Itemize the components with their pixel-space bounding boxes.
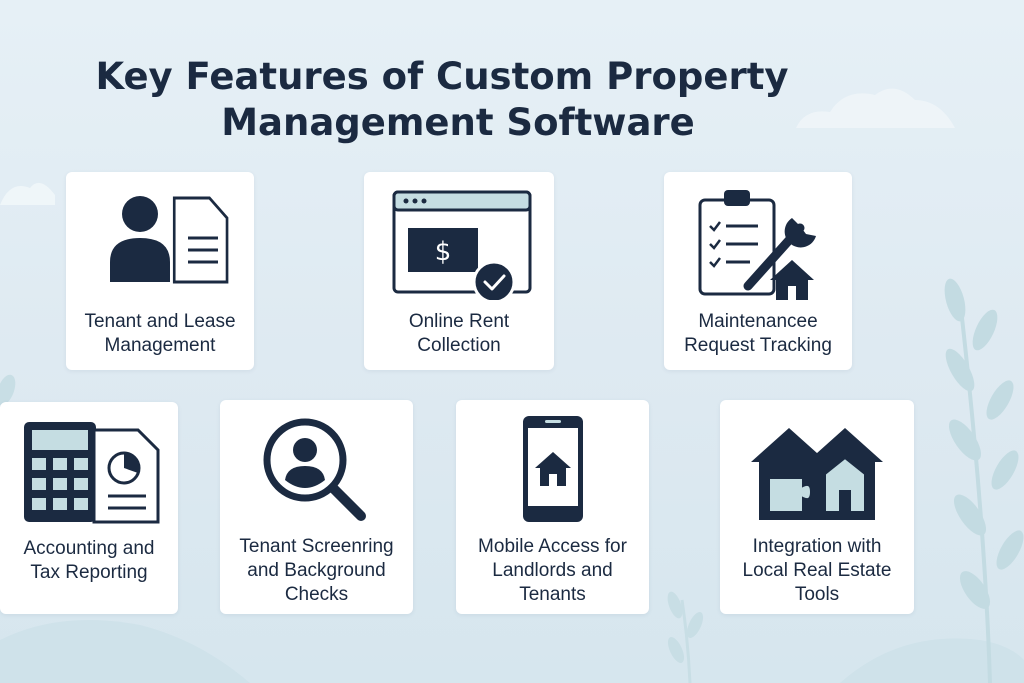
online-rent-icon: $: [364, 188, 554, 300]
feature-label-line: Collection: [417, 335, 501, 356]
hill-bottom-right: [840, 638, 1024, 683]
tenant-screening-icon: [220, 414, 413, 529]
maintenance-icon: [664, 188, 852, 308]
feature-label-line: Integration with: [752, 536, 882, 557]
feature-label-line: and Background: [247, 560, 386, 581]
feature-label: Tenant and Lease Management: [66, 310, 254, 358]
feature-label-line: Tax Reporting: [30, 562, 148, 583]
feature-label: Tenant Screenring and Background Checks: [220, 535, 413, 607]
svg-text:$: $: [435, 237, 452, 267]
feature-label-line: Accounting and: [23, 538, 155, 559]
feature-label-line: Management: [104, 335, 216, 356]
feature-label-line: Local Real Estate: [742, 560, 892, 581]
feature-label-line: Request Tracking: [684, 335, 832, 356]
page-title-line-1: Key Features of Custom Property: [95, 55, 789, 98]
feature-label-line: Maintenancee: [698, 311, 818, 332]
feature-card-integration: Integration with Local Real Estate Tools: [720, 400, 914, 614]
feature-label: Online Rent Collection: [364, 310, 554, 358]
feature-card-accounting: Accounting and Tax Reporting: [0, 402, 178, 614]
feature-card-tenant-lease: Tenant and Lease Management: [66, 172, 254, 370]
feature-card-mobile-access: Mobile Access for Landlords and Tenants: [456, 400, 649, 614]
feature-card-maintenance: Maintenancee Request Tracking: [664, 172, 852, 370]
plant-right: [944, 278, 1024, 683]
accounting-icon: [0, 416, 178, 526]
feature-label-line: Landlords and: [492, 560, 613, 581]
feature-label-line: Tenants: [519, 584, 586, 605]
feature-label-line: Tools: [794, 584, 840, 605]
feature-label-line: Online Rent: [408, 311, 510, 332]
feature-label: Maintenancee Request Tracking: [664, 310, 852, 358]
feature-label-line: Tenant and Lease: [84, 311, 236, 332]
feature-label-line: Tenant Screenring: [239, 536, 394, 557]
mobile-access-icon: [456, 414, 649, 524]
tenant-lease-icon: [66, 190, 254, 290]
hill-bottom-left: [0, 620, 250, 683]
integration-icon: [720, 418, 914, 526]
plant-bottom: [667, 591, 704, 683]
page-title-line-2: Management Software: [221, 101, 695, 144]
feature-label: Integration with Local Real Estate Tools: [720, 535, 914, 607]
feature-label-line: Mobile Access for: [478, 536, 627, 557]
feature-label: Mobile Access for Landlords and Tenants: [456, 535, 649, 607]
feature-label: Accounting and Tax Reporting: [0, 537, 178, 585]
feature-card-tenant-screening: Tenant Screenring and Background Checks: [220, 400, 413, 614]
cloud-left: [0, 182, 55, 205]
feature-label-line: Checks: [284, 584, 349, 605]
feature-card-online-rent: $ Online Rent Collection: [364, 172, 554, 370]
